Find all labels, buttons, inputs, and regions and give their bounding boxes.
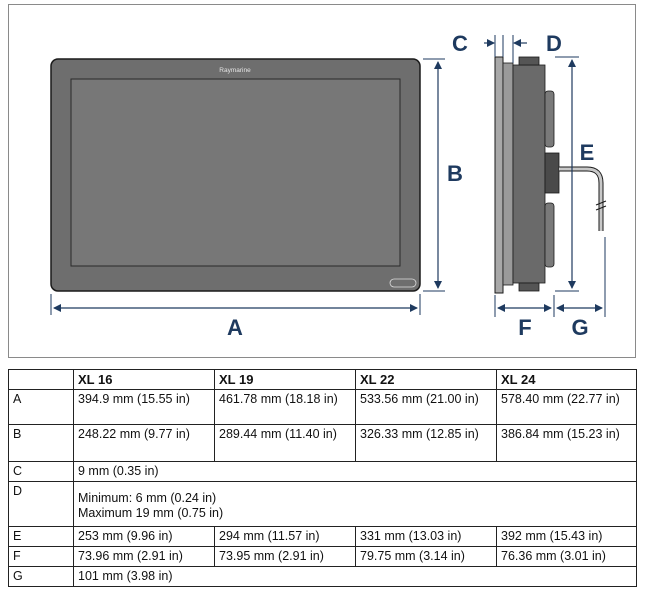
dim-label-c: C (452, 31, 468, 56)
table-row-g: G 101 mm (3.98 in) (8, 566, 637, 587)
row-label: B (8, 424, 74, 462)
dimension-diagram: Raymarine A B (8, 4, 636, 358)
power-button (389, 278, 417, 288)
row-label: F (8, 546, 74, 567)
table-cell: 331 mm (13.03 in) (355, 526, 497, 547)
table-row-e: E 253 mm (9.96 in) 294 mm (11.57 in) 331… (8, 526, 637, 547)
d-maximum: Maximum 19 mm (0.75 in) (78, 506, 224, 520)
dim-label-d: D (546, 31, 562, 56)
table-cell: 73.96 mm (2.91 in) (73, 546, 215, 567)
row-label: A (8, 389, 74, 425)
table-cell: 289.44 mm (11.40 in) (214, 424, 356, 462)
dimension-b: B (423, 58, 463, 292)
table-cell: 461.78 mm (18.18 in) (214, 389, 356, 425)
row-label: C (8, 461, 74, 482)
table-row-b: B 248.22 mm (9.77 in) 289.44 mm (11.40 i… (8, 424, 637, 462)
dimension-e: E (555, 56, 595, 292)
table-row-c: C 9 mm (0.35 in) (8, 461, 637, 482)
table-cell: 326.33 mm (12.85 in) (355, 424, 497, 462)
table-row-a: A 394.9 mm (15.55 in) 461.78 mm (18.18 i… (8, 389, 637, 425)
table-cell: 253 mm (9.96 in) (73, 526, 215, 547)
dimension-c-d: C D (452, 31, 562, 63)
table-cell: 294 mm (11.57 in) (214, 526, 356, 547)
display-front-view: Raymarine (50, 58, 421, 292)
dim-label-b: B (447, 161, 463, 186)
table-cell: 394.9 mm (15.55 in) (73, 389, 215, 425)
dimension-drawing: Raymarine A B (50, 31, 607, 340)
table-cell: 9 mm (0.35 in) (73, 461, 637, 482)
table-cell: 533.56 mm (21.00 in) (355, 389, 497, 425)
display-side-view (494, 56, 607, 294)
dimensions-table: XL 16 XL 19 XL 22 XL 24 A 394.9 mm (15.5… (8, 369, 637, 587)
table-cell: 101 mm (3.98 in) (73, 566, 637, 587)
table-cell: 76.36 mm (3.01 in) (496, 546, 637, 567)
header-empty (8, 369, 74, 390)
dim-label-a: A (227, 315, 243, 340)
header-xl22: XL 22 (355, 369, 497, 390)
table-cell: 392 mm (15.43 in) (496, 526, 637, 547)
table-header-row: XL 16 XL 19 XL 22 XL 24 (8, 369, 637, 390)
dim-label-g: G (571, 315, 588, 340)
dim-label-f: F (518, 315, 531, 340)
table-row-d: D Minimum: 6 mm (0.24 in) Maximum 19 mm … (8, 481, 637, 527)
table-cell: 248.22 mm (9.77 in) (73, 424, 215, 462)
row-label: G (8, 566, 74, 587)
table-cell: 578.40 mm (22.77 in) (496, 389, 637, 425)
table-cell: Minimum: 6 mm (0.24 in) Maximum 19 mm (0… (73, 481, 637, 527)
table-cell: 79.75 mm (3.14 in) (355, 546, 497, 567)
dim-label-e: E (580, 140, 595, 165)
brand-logo: Raymarine (219, 67, 251, 74)
dimension-a: A (50, 294, 421, 340)
header-xl24: XL 24 (496, 369, 637, 390)
dimension-f-g: F G (494, 237, 606, 340)
table-row-f: F 73.96 mm (2.91 in) 73.95 mm (2.91 in) … (8, 546, 637, 567)
header-xl16: XL 16 (73, 369, 215, 390)
table-cell: 73.95 mm (2.91 in) (214, 546, 356, 567)
row-label: D (8, 481, 74, 527)
header-xl19: XL 19 (214, 369, 356, 390)
row-label: E (8, 526, 74, 547)
table-cell: 386.84 mm (15.23 in) (496, 424, 637, 462)
d-minimum: Minimum: 6 mm (0.24 in) (78, 491, 217, 505)
